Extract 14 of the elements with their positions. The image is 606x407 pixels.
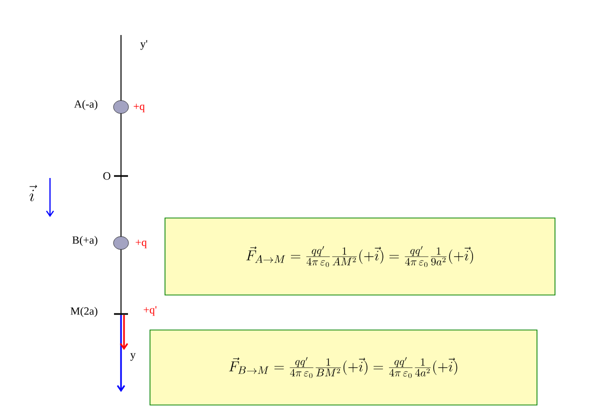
point-label: A(-a) <box>74 100 98 110</box>
axis-label: y' <box>140 40 148 50</box>
charge-label: +q <box>136 240 147 248</box>
point-label: B(+a) <box>72 236 98 246</box>
vector-label: $\vec{i}$ <box>30 184 38 202</box>
charge-circle <box>113 236 129 250</box>
formula-box: $\vec{F}_{A\to M}=\frac{qq'}{4\pi\,\varepsilon_0}\frac{1}{AM^2}(+\vec{i})=\frac{qq'}{4\pi\,\varepsilon_0}\frac{1}{9a^2}(+\vec{i})$ <box>164 218 556 296</box>
axis-label: y <box>130 353 136 361</box>
charge-label: +q <box>134 104 145 112</box>
charge-circle <box>113 100 129 114</box>
charge-label: +q' <box>144 306 156 316</box>
point-label: M(2a) <box>70 307 98 317</box>
point-label: O <box>103 172 110 180</box>
formula-box: $\vec{F}_{B\to M}=\frac{qq'}{4\pi\,\varepsilon_0}\frac{1}{BM^2}(+\vec{i})=\frac{qq'}{4\pi\,\varepsilon_0}\frac{1}{4a^2}(+\vec{i})$ <box>150 330 538 406</box>
